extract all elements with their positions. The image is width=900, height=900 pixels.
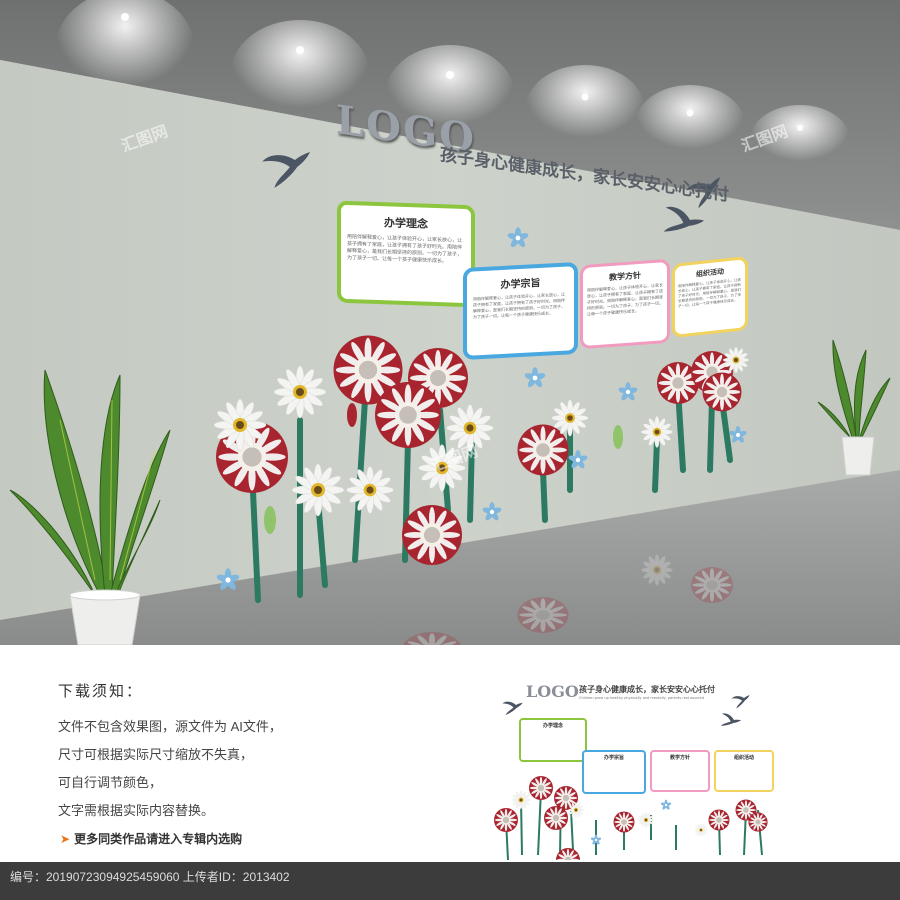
more-works-label: 更多同类作品请进入专辑内选购 (74, 832, 243, 846)
card-title: 办学理念 (384, 216, 428, 231)
thumb-logo: LOGO (526, 682, 579, 701)
notice-line: 文件不包含效果图，源文件为 AI文件， (58, 719, 282, 734)
more-works-link[interactable]: ➤更多同类作品请进入专辑内选购 (60, 830, 242, 847)
notice-title: 下载须知： (58, 682, 144, 700)
card-title: 办学宗旨 (500, 277, 541, 292)
thumb-subtitle: Children grow up healthy physically and … (579, 696, 704, 700)
card-purpose: 办学宗旨 用陪伴解释爱心，让孩子体验开心，让家长放心，让孩子拥有了家庭，让孩子拥… (463, 261, 578, 361)
card-body: 用陪伴解释爱心，让孩子体验开心，让家长放心，让孩子拥有了家庭，让孩子拥有了孩子好… (587, 282, 663, 317)
footer-id-text: 编号：20190723094925459060 上传者ID：2013402 (10, 870, 290, 884)
arrow-icon: ➤ (60, 832, 71, 846)
thumb-card-purpose: 办学宗旨 (582, 750, 646, 794)
thumb-card-title: 教学方针 (669, 755, 690, 761)
card-teaching: 教学方针 用陪伴解释爱心，让孩子体验开心，让家长放心，让孩子拥有了家庭，让孩子拥… (580, 258, 670, 350)
plant-icon (817, 339, 891, 476)
notice-line: 文字需根据实际内容替换。 (58, 803, 215, 818)
notice-line: 可自行调节颜色， (58, 775, 163, 790)
thumb-card-activities: 组织活动 (714, 750, 774, 792)
thumb-card-title: 办学理念 (542, 723, 563, 729)
plant-icon (9, 369, 171, 645)
card-philosophy: 办学理念 用陪伴解释爱心，让孩子体验开心，让家长放心，让孩子拥有了家庭，让孩子拥… (337, 200, 475, 308)
wall-illustration (0, 0, 900, 645)
wall-scene: LOGO 孩子身心健康成长，家长安安心心托付 办学理念 用陪伴解释爱心，让孩子体… (0, 0, 900, 645)
card-body: 用陪伴解释爱心，让孩子体验开心，让家长放心，让孩子拥有了家庭，让孩子拥有了孩子好… (678, 277, 741, 309)
thumb-slogan: 孩子身心健康成长，家长安安心心托付 (579, 685, 715, 694)
card-body: 用陪伴解释爱心，让孩子体验开心，让家长放心，让孩子拥有了家庭，让孩子拥有了孩子好… (347, 233, 463, 265)
thumb-card-title: 办学宗旨 (603, 755, 624, 761)
thumb-card-title: 组织活动 (733, 755, 754, 761)
thumb-card-teaching: 教学方针 (650, 750, 710, 792)
thumb-card-philosophy: 办学理念 (519, 718, 587, 762)
design-thumbnail: LOGO 孩子身心健康成长，家长安安心心托付 Children grow up … (476, 670, 796, 860)
thumb-illustration (494, 691, 768, 860)
notice-line: 尺寸可根据实际尺寸缩放不失真， (58, 747, 254, 762)
card-body: 用陪伴解释爱心，让孩子体验开心，让家长放心，让孩子拥有了家庭，让孩子拥有了孩子好… (473, 291, 565, 320)
footer-bar (0, 862, 900, 900)
card-activities: 组织活动 用陪伴解释爱心，让孩子体验开心，让家长放心，让孩子拥有了家庭，让孩子拥… (672, 256, 748, 338)
